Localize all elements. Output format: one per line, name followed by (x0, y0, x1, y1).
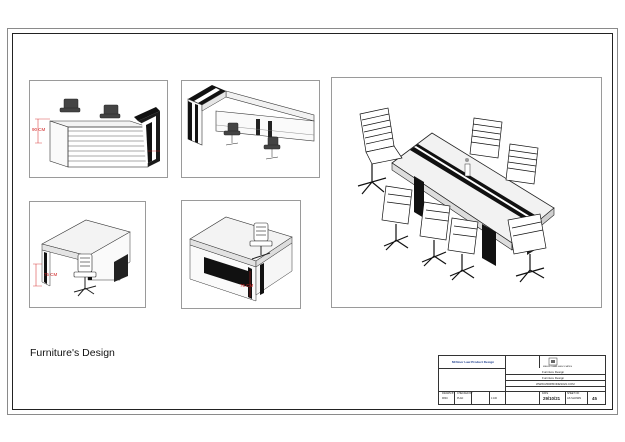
website: WWW.MIDIPRODESIGN.COM (536, 381, 575, 386)
view-office-desk: 75 CM (181, 200, 301, 309)
tick-label-mid: PLAN (457, 397, 464, 400)
logo-caption: MEHDI ISMAIL ASSOCIATES (543, 365, 573, 368)
view-workstation: 75 CM (29, 201, 146, 308)
drawing-date: 29/10/21 (543, 396, 561, 401)
company-logo-icon (548, 357, 558, 366)
view-conference-table (331, 77, 602, 308)
scale-value: AS SHOWN (567, 397, 582, 400)
title-block: MI Noor Law Product Design MEHDI ISMAIL … (438, 355, 606, 405)
workstation-height-label: 75 CM (44, 272, 58, 277)
field-label-a: DRAWN BY (442, 392, 455, 395)
reception-height-label: 90 CM (32, 127, 46, 132)
tick-label-right: 1:100 (491, 397, 497, 400)
sheet-number: 45 (592, 396, 597, 401)
company-name: MI Noor Law Product Design (452, 360, 495, 364)
office-desk-drawing: 75 CM (189, 216, 293, 302)
conference-table-drawing (357, 107, 555, 283)
inner-border (12, 33, 613, 410)
desk-height-label: 75 CM (240, 283, 254, 288)
title-line-2: Furniture Design (542, 375, 565, 380)
view-reception-desk: 90 CM (29, 80, 168, 178)
executive-desk-drawing (187, 85, 315, 160)
field-label-c: DATE (542, 391, 549, 395)
field-label-d: SHEET NO (567, 391, 580, 395)
title-line-1: Furniture Design (542, 369, 565, 374)
outer-border (7, 28, 618, 415)
tick-label-left: MISC (442, 397, 448, 400)
sheet-caption: Furniture's Design (30, 347, 115, 359)
field-label-b: CHECKED BY (457, 392, 473, 395)
reception-desk-drawing: 90 CM (32, 98, 160, 168)
view-executive-desk (181, 80, 320, 178)
workstation-drawing: 75 CM (33, 219, 131, 297)
